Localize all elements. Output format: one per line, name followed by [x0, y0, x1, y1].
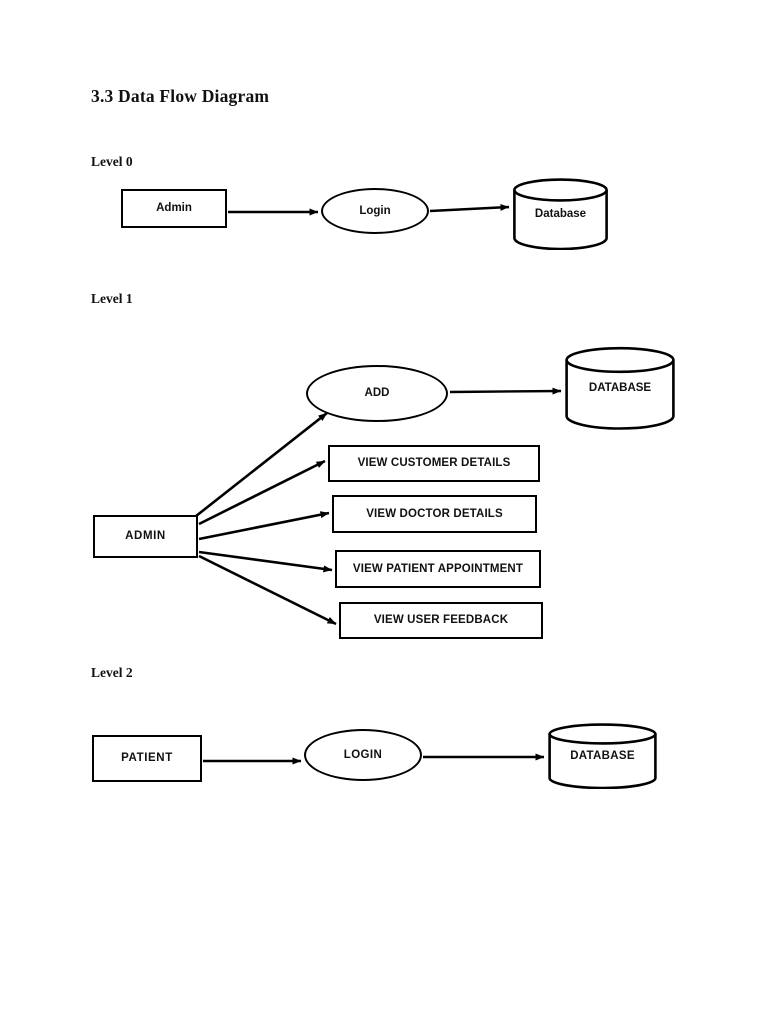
node-view-patient-appointment[interactable]: VIEW PATIENT APPOINTMENT — [335, 550, 541, 588]
edge-add-to-database-l1 — [449, 387, 562, 395]
node-label: VIEW PATIENT APPOINTMENT — [352, 562, 524, 575]
edge-admin-to-view-appointment — [198, 550, 333, 573]
node-label: Admin — [156, 202, 192, 215]
node-login-level2[interactable]: LOGIN — [304, 729, 422, 781]
level-2-label: Level 2 — [91, 665, 133, 680]
node-label: LOGIN — [343, 748, 383, 761]
cylinder-shape-icon — [513, 178, 608, 250]
node-label: DATABASE — [588, 381, 652, 394]
node-patient-level2[interactable]: PATIENT — [92, 735, 202, 782]
node-admin-level1[interactable]: ADMIN — [93, 515, 198, 558]
edge-login-to-database-l0 — [429, 203, 510, 213]
level-0-label: Level 0 — [91, 154, 133, 169]
node-label: DATABASE — [570, 749, 635, 762]
cylinder-shape-icon — [565, 346, 675, 430]
node-login-level0[interactable]: Login — [321, 188, 429, 234]
edge-admin-to-view-doctor — [198, 511, 330, 541]
node-label: VIEW USER FEEDBACK — [373, 614, 509, 627]
level-1-label: Level 1 — [91, 291, 133, 306]
node-admin-level0[interactable]: Admin — [121, 189, 227, 228]
node-view-customer-details[interactable]: VIEW CUSTOMER DETAILS — [328, 445, 540, 482]
node-label: Database — [534, 207, 587, 220]
node-label: ADMIN — [125, 530, 166, 543]
node-database-level0[interactable]: Database — [512, 178, 609, 250]
node-label: PATIENT — [121, 752, 173, 765]
edge-admin-to-view-feedback — [198, 554, 337, 626]
page-title: 3.3 Data Flow Diagram — [91, 86, 270, 106]
node-database-level1[interactable]: DATABASE — [564, 346, 676, 430]
node-label: VIEW DOCTOR DETAILS — [366, 507, 503, 520]
node-label: VIEW CUSTOMER DETAILS — [357, 457, 511, 470]
edge-admin-to-add-l1 — [190, 411, 328, 522]
node-database-level2[interactable]: DATABASE — [547, 723, 658, 789]
node-view-doctor-details[interactable]: VIEW DOCTOR DETAILS — [332, 495, 537, 533]
node-label: Login — [359, 204, 391, 217]
node-label: ADD — [364, 387, 390, 400]
edge-admin-to-view-customer — [198, 459, 326, 526]
cylinder-shape-icon — [548, 723, 657, 789]
node-view-user-feedback[interactable]: VIEW USER FEEDBACK — [339, 602, 543, 639]
node-add-level1[interactable]: ADD — [306, 365, 448, 422]
